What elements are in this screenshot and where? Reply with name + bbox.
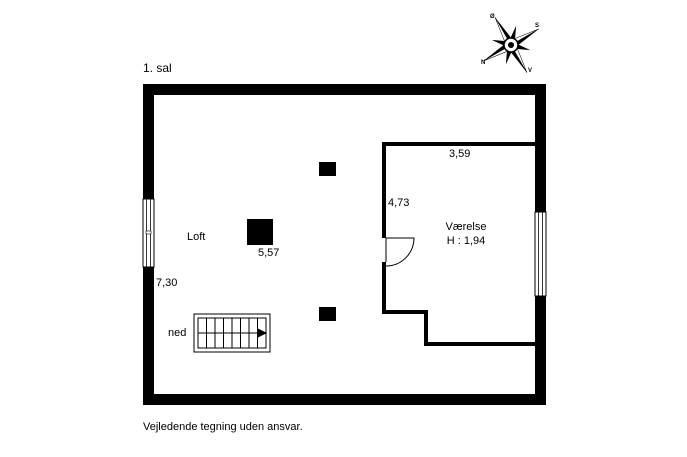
window-left xyxy=(142,198,155,268)
loft-length-dimension: 7,30 xyxy=(156,277,178,289)
post-top xyxy=(319,162,336,176)
compass-label-south: S xyxy=(535,23,539,29)
outer-wall-top xyxy=(143,84,546,95)
stair-direction-arrow xyxy=(257,328,267,338)
compass-label-west: V xyxy=(528,68,532,74)
outer-wall-bottom xyxy=(143,394,546,405)
room-partition-wall xyxy=(382,142,537,346)
chimney-block xyxy=(247,219,273,245)
room-name-vaerelse: Værelse xyxy=(445,221,487,233)
vaerelse-length-dimension: 4,73 xyxy=(388,197,410,209)
loft-width-dimension: 5,57 xyxy=(258,247,280,259)
door-swing xyxy=(385,237,415,267)
window-right xyxy=(534,211,547,297)
compass-label-north: N xyxy=(481,60,485,66)
stair-direction-label: ned xyxy=(168,327,187,339)
vaerelse-height: H : 1,94 xyxy=(446,235,486,247)
room-name-loft: Loft xyxy=(187,231,206,243)
post-bottom xyxy=(319,307,336,321)
disclaimer-text: Vejledende tegning uden ansvar. xyxy=(143,421,303,433)
vaerelse-width-dimension: 3,59 xyxy=(449,148,471,160)
floor-label: 1. sal xyxy=(143,61,172,75)
compass-label-east: Ø xyxy=(490,14,495,20)
compass-rose xyxy=(483,17,539,73)
